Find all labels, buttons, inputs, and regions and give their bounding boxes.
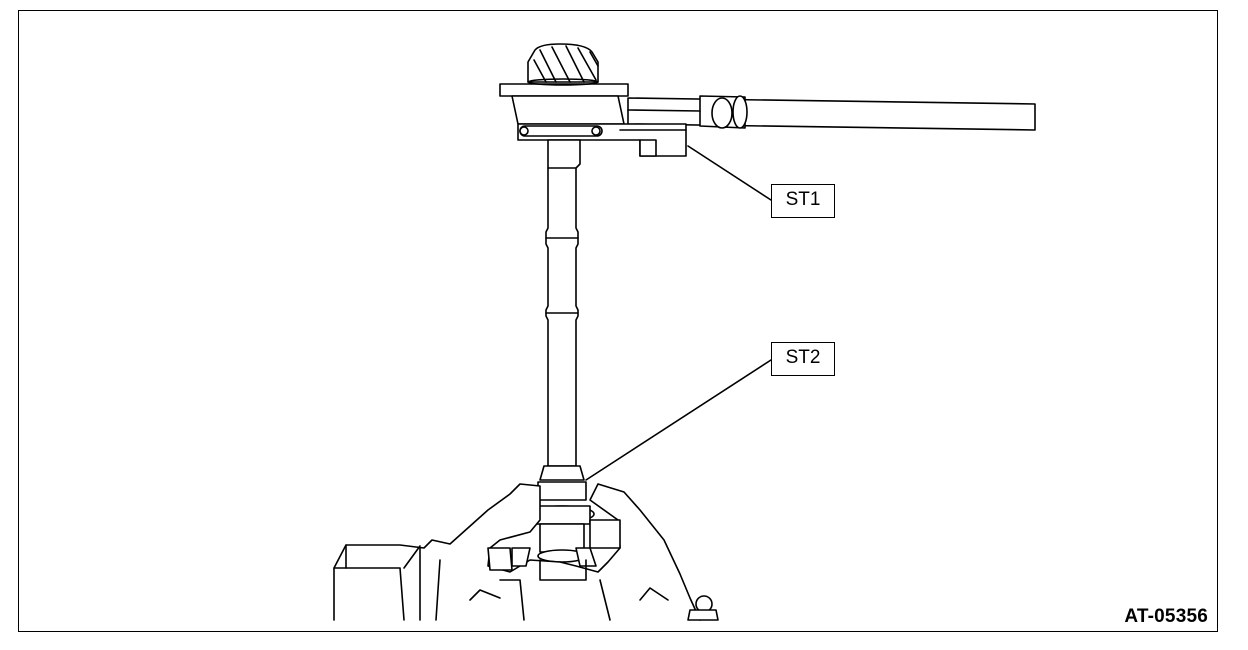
callout-st2: ST2 [771,342,835,376]
callout-st1: ST1 [771,184,835,218]
figure-id: AT-05356 [1124,606,1208,627]
torque-wrench [627,95,1036,131]
leader-line-st1 [687,145,772,201]
special-tool-st2 [529,465,595,563]
figure-frame [18,10,1218,632]
transmission-case [333,483,719,621]
ratchet-knob [527,43,599,86]
extension-bar [545,139,581,467]
special-tool-st1 [499,83,687,157]
leader-line-st2 [585,359,772,481]
